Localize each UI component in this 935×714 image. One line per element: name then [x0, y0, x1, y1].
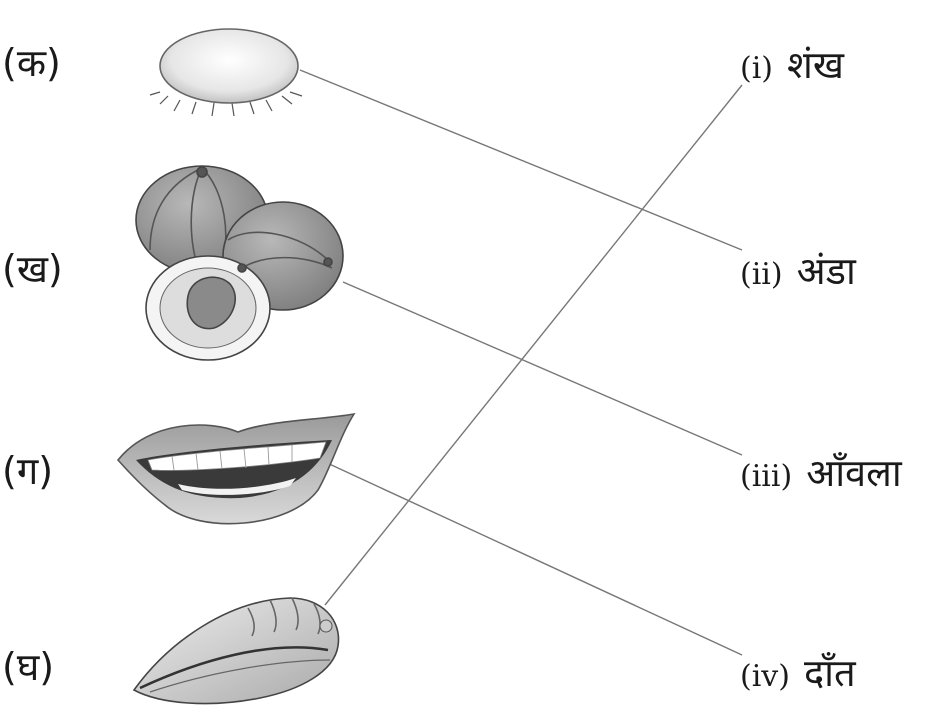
amla-fruit-icon	[135, 165, 344, 361]
right-item-2-number: (ii)	[740, 257, 783, 292]
left-label-gha: (घ)	[2, 645, 55, 689]
left-label-kha: (ख)	[2, 247, 63, 291]
match-line-ka-ii	[299, 69, 743, 251]
right-item-2: (ii) अंडा	[740, 244, 856, 296]
right-item-3: (iii) आँवला	[740, 446, 902, 498]
conch-shell-icon	[132, 597, 340, 705]
right-item-1: (i) शंख	[740, 38, 844, 90]
right-item-4: (iv) दाँत	[740, 646, 856, 698]
egg-icon	[149, 28, 303, 117]
match-line-ga-iv	[324, 461, 743, 656]
right-item-3-word: आँवला	[806, 451, 902, 495]
match-lines	[299, 69, 743, 656]
right-item-1-number: (i)	[740, 51, 774, 86]
match-line-gha-i	[324, 84, 743, 606]
right-item-2-word: अंडा	[796, 249, 856, 293]
left-label-ga: (ग)	[2, 449, 54, 493]
right-item-1-word: शंख	[787, 43, 844, 87]
match-line-kha-iii	[342, 281, 743, 456]
teeth-lips-icon	[116, 412, 356, 525]
right-item-4-number: (iv)	[740, 659, 790, 694]
right-item-3-number: (iii)	[740, 459, 793, 494]
right-item-4-word: दाँत	[803, 651, 856, 695]
left-label-ka: (क)	[2, 41, 61, 85]
